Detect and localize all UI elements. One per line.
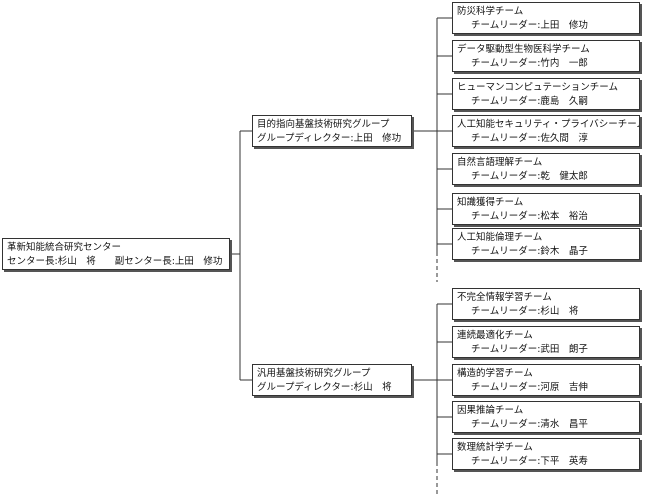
team-name: ヒューマンコンピュテーションチーム	[457, 82, 619, 93]
team-box: データ駆動型生物医科学チーム チームリーダー:竹内 一郎	[452, 40, 640, 72]
team-name: 人工知能倫理チーム	[457, 232, 543, 243]
team-leader: チームリーダー:松本 裕治	[471, 211, 588, 222]
team-box: 人工知能倫理チーム チームリーダー:鈴木 晶子	[452, 228, 640, 260]
center-directors: センター長:杉山 将 副センター長:上田 修功	[7, 256, 223, 267]
center-box: 革新知能統合研究センター センター長:杉山 将 副センター長:上田 修功	[2, 238, 230, 270]
group-name: 汎用基盤技術研究グループ	[257, 368, 371, 379]
team-name: 連続最適化チーム	[457, 330, 533, 341]
team-name: 数理統計学チーム	[457, 442, 533, 453]
team-name: 不完全情報学習チーム	[457, 292, 552, 303]
team-box: 知識獲得チーム チームリーダー:松本 裕治	[452, 193, 640, 225]
team-box: 不完全情報学習チーム チームリーダー:杉山 将	[452, 288, 640, 320]
team-box: 人工知能セキュリティ・プライバシーチーム チームリーダー:佐久間 淳	[452, 115, 640, 147]
team-leader: チームリーダー:武田 朗子	[471, 344, 588, 355]
group-director: グループディレクター:杉山 将	[257, 382, 392, 393]
team-box: 防災科学チーム チームリーダー:上田 修功	[452, 2, 640, 34]
team-leader: チームリーダー:竹内 一郎	[471, 58, 588, 69]
team-box: 自然言語理解チーム チームリーダー:乾 健太郎	[452, 153, 640, 185]
team-name: 防災科学チーム	[457, 6, 524, 17]
team-box: 数理統計学チーム チームリーダー:下平 英寿	[452, 438, 640, 470]
team-box: 連続最適化チーム チームリーダー:武田 朗子	[452, 326, 640, 358]
center-name: 革新知能統合研究センター	[7, 242, 122, 253]
team-name: 構造的学習チーム	[457, 368, 533, 379]
team-leader: チームリーダー:佐久間 淳	[471, 133, 588, 144]
team-name: 人工知能セキュリティ・プライバシーチーム	[457, 119, 640, 130]
team-leader: チームリーダー:杉山 将	[471, 306, 579, 317]
team-box: 構造的学習チーム チームリーダー:河原 吉伸	[452, 364, 640, 396]
group-box-goal-oriented: 目的指向基盤技術研究グループ グループディレクター:上田 修功	[252, 115, 412, 147]
group-name: 目的指向基盤技術研究グループ	[257, 119, 390, 130]
team-name: データ駆動型生物医科学チーム	[457, 44, 590, 55]
team-box: 因果推論チーム チームリーダー:清水 昌平	[452, 401, 640, 433]
team-leader: チームリーダー:鈴木 晶子	[471, 246, 588, 257]
team-leader: チームリーダー:清水 昌平	[471, 419, 588, 430]
team-box: ヒューマンコンピュテーションチーム チームリーダー:鹿島 久嗣	[452, 78, 640, 110]
team-name: 知識獲得チーム	[457, 197, 524, 208]
team-leader: チームリーダー:上田 修功	[471, 20, 588, 31]
team-name: 自然言語理解チーム	[457, 157, 543, 168]
team-leader: チームリーダー:河原 吉伸	[471, 382, 588, 393]
group-director: グループディレクター:上田 修功	[257, 133, 402, 144]
team-name: 因果推論チーム	[457, 405, 524, 416]
team-leader: チームリーダー:乾 健太郎	[471, 171, 588, 182]
group-box-generic: 汎用基盤技術研究グループ グループディレクター:杉山 将	[252, 364, 412, 396]
team-leader: チームリーダー:鹿島 久嗣	[471, 96, 588, 107]
team-leader: チームリーダー:下平 英寿	[471, 456, 588, 467]
